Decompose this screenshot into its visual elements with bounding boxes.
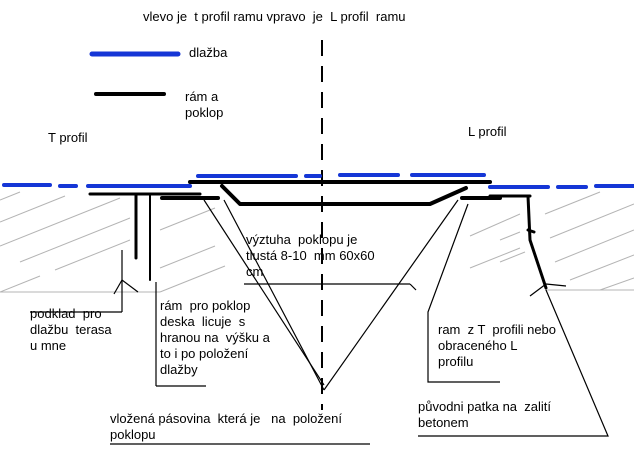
- frame-note: rám pro poklop deska licuje s hranou na …: [160, 298, 270, 377]
- l-profile-label: L profil: [468, 124, 507, 139]
- leader-lines: [30, 203, 609, 445]
- frame-and-cover: [88, 180, 548, 290]
- ground-hatch-left: [0, 191, 226, 293]
- ground-hatch-right: [469, 191, 634, 291]
- legend-pavement-label: dlažba: [189, 45, 228, 60]
- original-foot-note: původni patka na zalití betonem: [418, 399, 551, 430]
- t-profile-label: T profil: [48, 130, 88, 145]
- inserted-strip-note: vložená pásovina která je na položení po…: [110, 411, 342, 442]
- inserted-strip-wedge: [203, 199, 459, 391]
- diagram-title: vlevo je t profil ramu vpravo je L profi…: [143, 9, 406, 24]
- base-layer-note: podklad pro dlažbu terasa u mne: [30, 306, 112, 353]
- t-frame-note: ram z T profili nebo obraceného L profil…: [438, 322, 557, 369]
- pavement-lines: [2, 173, 634, 189]
- legend-frame-label: rám a poklop: [185, 89, 224, 120]
- reinforcement-note: výztuha poklopu je tlustá 8-10 mm 60x60 …: [246, 232, 375, 279]
